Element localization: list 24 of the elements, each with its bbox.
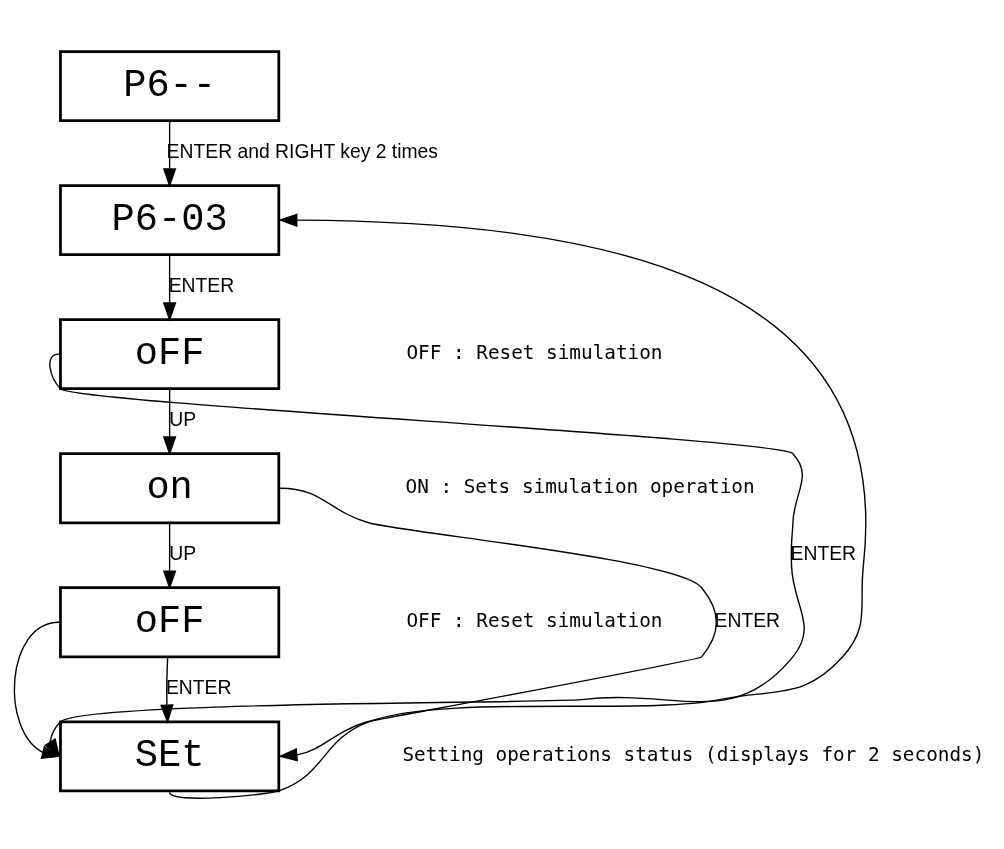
label: Setting operations status (displays for 2 seconds) [402,742,985,766]
arrow [13,621,62,759]
label: OFF : Reset simulation [406,608,663,632]
node-box: SEt [59,719,281,792]
edge-label: ENTER [790,541,857,564]
edge-label: UP [169,541,197,564]
node-box: oFF [59,317,281,390]
arrow [162,254,177,322]
node-box: P6-03 [59,183,281,256]
label: OFF : Reset simulation [406,340,663,364]
node-box: on [59,451,281,524]
arrow [168,212,866,799]
edge-label: ENTER [165,675,232,698]
arrow [278,487,718,762]
node-box: P6-- [59,49,281,122]
edge-label: ENTER [714,608,781,631]
node-box: oFF [59,585,281,658]
arrow [44,353,805,758]
arrow [162,522,177,590]
edge-label: UP [169,407,197,430]
arrow [162,388,177,456]
edge-label: ENTER [168,273,235,296]
label: ON : Sets simulation operation [405,474,755,498]
arrow [160,655,174,724]
